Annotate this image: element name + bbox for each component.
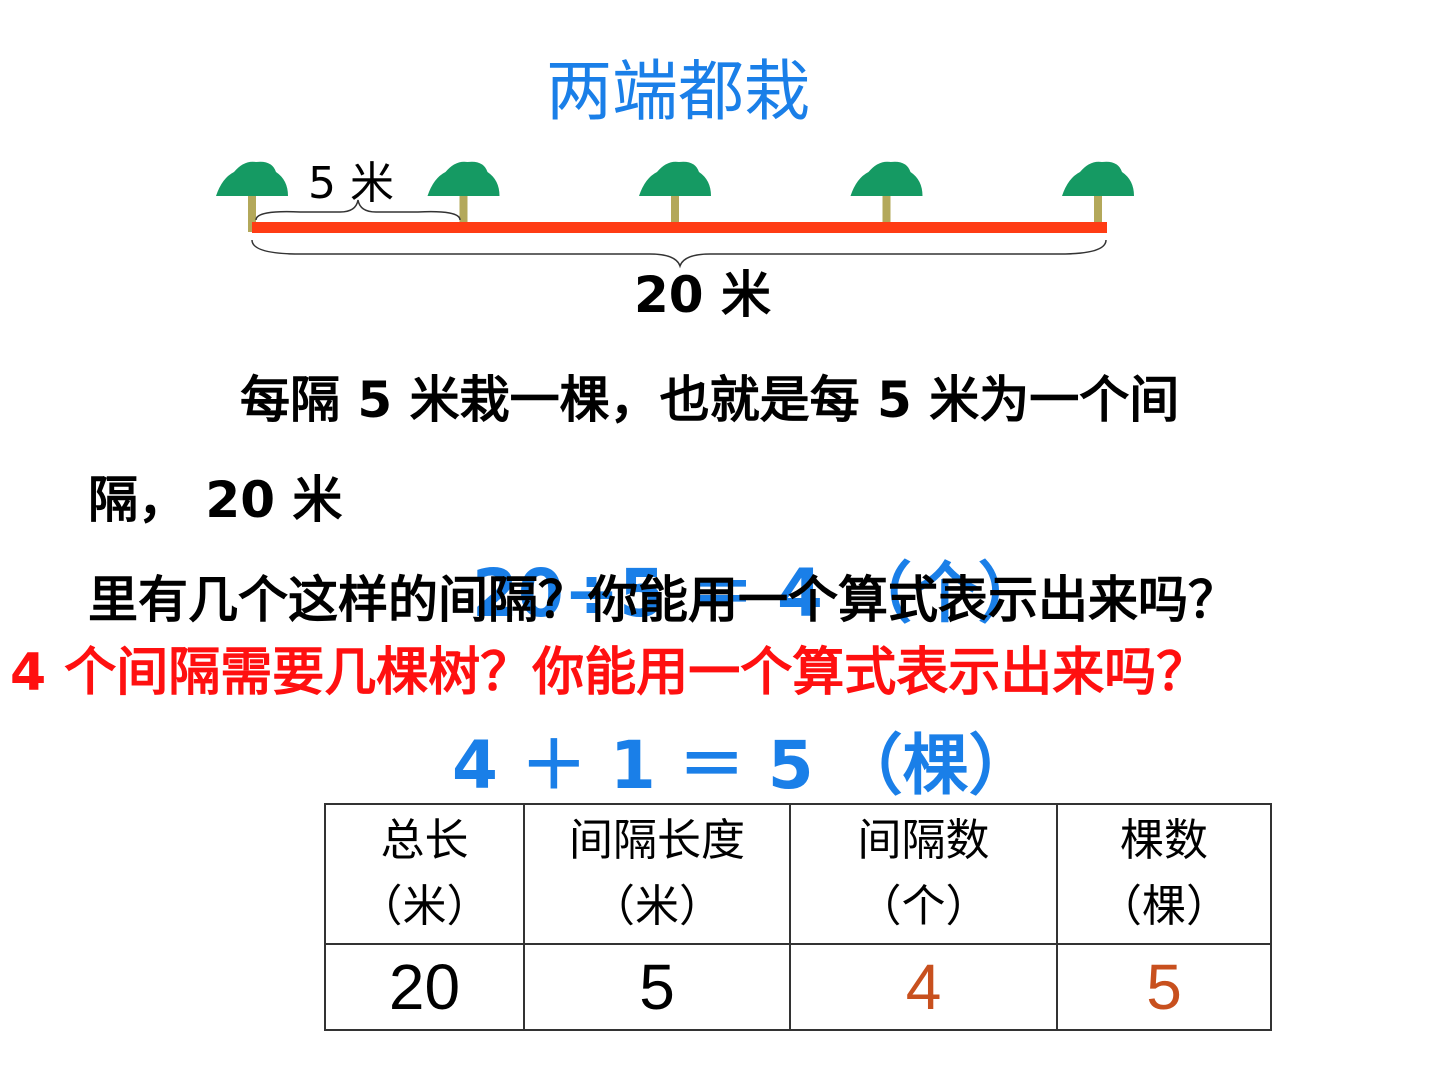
segment-brace [255,199,461,221]
header-total-length: 总长 （米） [324,803,525,945]
summary-table: 总长 （米） 间隔长度 （米） 间隔数 （个） 棵数 （棵） 20 5 4 5 [324,803,1272,1031]
road-line [252,222,1107,233]
header-unit: （个） [857,881,990,932]
tree-icon [1062,161,1134,232]
header-name: 间隔数 [857,815,990,866]
value-interval-count: 4 [789,943,1058,1031]
explanation-line-1: 每隔 5 米栽一棵，也就是每 5 米为一个间 [240,371,1180,429]
page-title: 两端都栽 [546,53,810,130]
header-tree-count: 棵数 （棵） [1056,803,1272,945]
table-header-row: 总长 （米） 间隔长度 （米） 间隔数 （个） 棵数 （棵） [324,803,1272,945]
explanation-line-2: 隔， 20 米 [88,471,343,529]
tree-icon [850,161,923,232]
tree-icon [639,161,711,232]
table-row: 20 5 4 5 [324,943,1272,1031]
tree-count-formula: 4 ＋ 1 ＝ 5 （棵） [452,727,1035,804]
header-unit: （米） [358,881,491,932]
value-total-length: 20 [324,943,525,1031]
header-name: 总长 [380,815,469,866]
interval-formula: 20÷5 ＝ 4 （个） [472,555,1044,632]
total-brace [251,239,1107,269]
explanation-line-3: 里有几个这样的间隔？你能用一个算式表示出来吗？ [88,571,1238,629]
tree-planting-diagram: 5 米 20 米 [216,158,1134,324]
value-interval-length: 5 [523,943,791,1031]
header-name: 棵数 [1120,815,1208,866]
tree-icon [427,161,500,232]
segment-label: 5 米 [308,158,394,209]
tree-count-question: 4 个间隔需要几棵树？你能用一个算式表示出来吗？ [10,643,1209,703]
header-unit: （棵） [1098,881,1230,932]
tree-icon [216,161,288,232]
total-label: 20 米 [634,266,771,324]
value-tree-count: 5 [1056,943,1272,1031]
header-name: 间隔长度 [569,815,745,866]
header-interval-count: 间隔数 （个） [789,803,1058,945]
header-interval-length: 间隔长度 （米） [523,803,791,945]
header-unit: （米） [591,881,723,932]
